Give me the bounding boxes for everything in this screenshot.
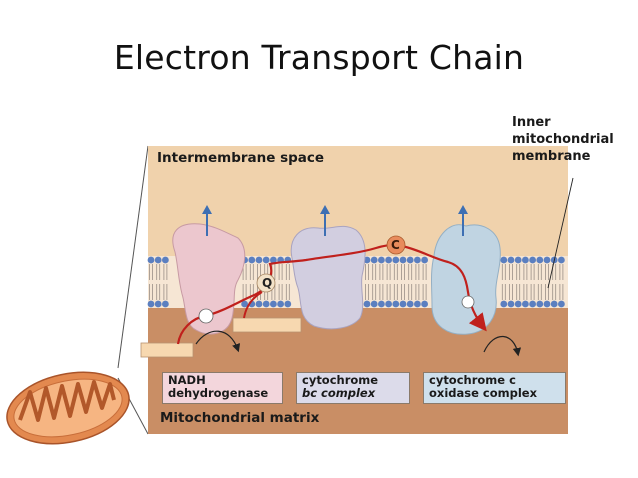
complex-3-label-box: cytochrome bc complex bbox=[296, 372, 410, 404]
slide-title: Electron Transport Chain bbox=[113, 38, 525, 77]
mitochondrial-matrix-label: Mitochondrial matrix bbox=[160, 410, 320, 426]
fmn-center bbox=[198, 308, 214, 324]
succinate-substrate-box bbox=[232, 317, 302, 333]
complex-4-line2: oxidase complex bbox=[429, 386, 537, 400]
cu-center bbox=[461, 295, 475, 309]
cytochrome-c-carrier bbox=[386, 235, 406, 255]
complex-1-protein bbox=[172, 223, 246, 335]
inner-membrane-label-line2: mitochondrial bbox=[512, 132, 614, 147]
complex-1-line2: dehydrogenase bbox=[168, 386, 269, 400]
inner-membrane-label: Inner mitochondrial membrane bbox=[512, 114, 614, 165]
electron-path bbox=[176, 243, 487, 345]
c-carrier-label: C bbox=[391, 238, 400, 252]
inner-membrane-label-line1: Inner bbox=[512, 115, 551, 130]
complex-4-label-box: cytochrome c oxidase complex bbox=[423, 372, 566, 404]
zoom-line-top bbox=[117, 145, 149, 369]
inner-membrane-label-line3: membrane bbox=[512, 149, 591, 164]
complex-1-label-box: NADH dehydrogenase bbox=[162, 372, 283, 404]
intermembrane-space-label: Intermembrane space bbox=[157, 150, 325, 166]
complex-3-line2: bc complex bbox=[302, 386, 376, 400]
complex-1-line1: NADH bbox=[168, 373, 206, 387]
nadh-oxidation-arrow bbox=[195, 330, 241, 353]
oxygen-reduction-arrow bbox=[483, 335, 522, 357]
complex-4-line1: cytochrome c bbox=[429, 373, 516, 387]
complex-3-protein bbox=[290, 225, 366, 330]
complex-3-line1: cytochrome bbox=[302, 373, 379, 387]
lipid-bilayer bbox=[147, 256, 565, 308]
mitochondrion-illustration bbox=[6, 371, 130, 445]
nadh-substrate-box bbox=[140, 342, 194, 358]
ubiquinone-carrier bbox=[256, 273, 276, 293]
q-carrier-label: Q bbox=[262, 276, 273, 290]
membrane-pointer-line bbox=[547, 177, 574, 289]
